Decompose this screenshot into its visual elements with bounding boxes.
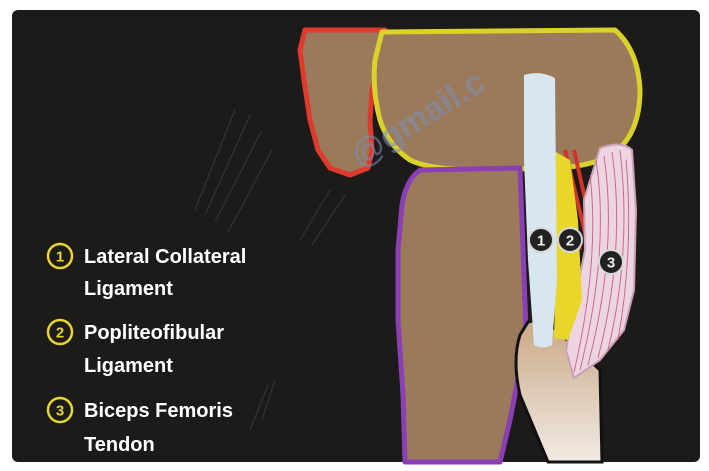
legend-label-line1: Lateral Collateral — [84, 246, 246, 268]
legend-number: 3 — [56, 403, 64, 420]
legend-label-line1: Popliteofibular — [84, 322, 224, 344]
legend-label-line1: Biceps Femoris — [84, 400, 233, 422]
marker-1: 1 — [529, 228, 553, 252]
legend-label-line2: Ligament — [84, 355, 173, 377]
legend-number: 2 — [56, 325, 64, 342]
legend-number: 1 — [56, 249, 64, 266]
tibia — [398, 168, 526, 462]
marker-2-number: 2 — [566, 233, 574, 250]
marker-1-number: 1 — [537, 233, 545, 250]
marker-3-number: 3 — [607, 255, 615, 272]
legend-label-line2: Tendon — [84, 434, 155, 456]
legend-label-line2: Ligament — [84, 278, 173, 300]
marker-3: 3 — [599, 250, 623, 274]
marker-2: 2 — [558, 228, 582, 252]
